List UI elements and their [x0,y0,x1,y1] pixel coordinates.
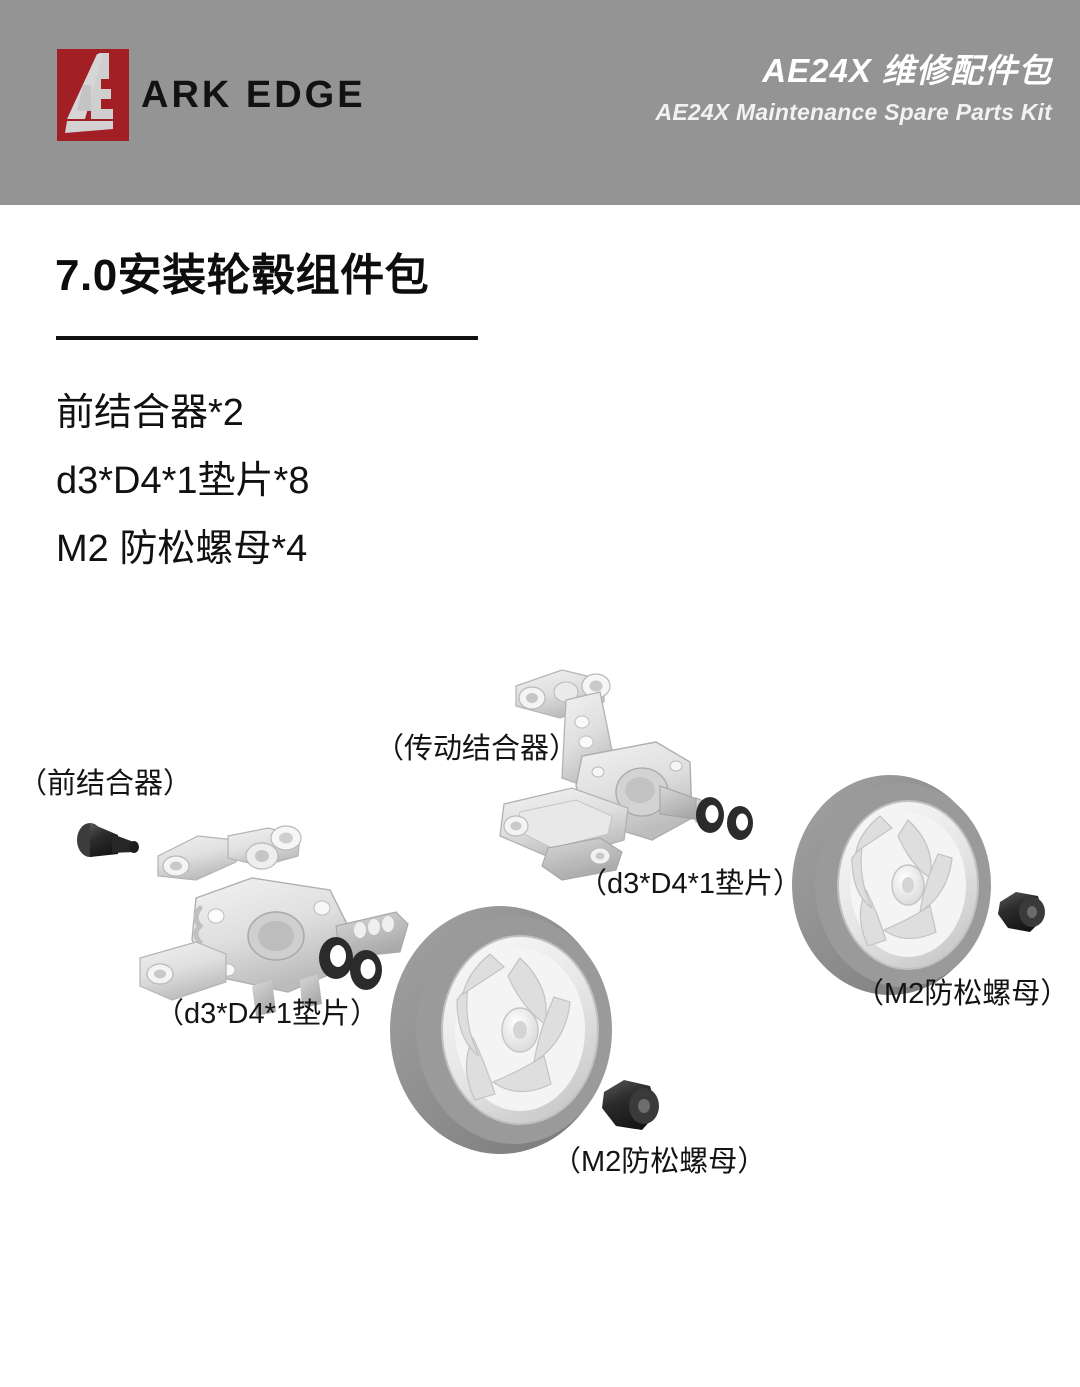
page-header: ARK EDGE AE24X 维修配件包 AE24X Maintenance S… [0,0,1080,205]
list-item: 前结合器*2 [56,392,244,434]
brand-name: ARK EDGE [141,74,366,116]
exploded-parts-diagram [0,640,1080,1200]
title-divider [56,336,478,340]
washer-pair-right [696,797,753,840]
list-item: d3*D4*1垫片*8 [56,460,310,502]
kit-title-en: AE24X Maintenance Spare Parts Kit [655,98,1052,125]
label-washer-right: （d3*D4*1垫片） [578,868,803,900]
front-coupler-part [77,823,409,1016]
brand-logo: ARK EDGE [57,49,366,141]
section-title: 7.0安装轮毂组件包 [55,251,430,300]
wheel-right [792,775,991,995]
label-front-coupler: （前结合器） [18,768,193,800]
washer-icon [350,950,382,990]
label-locknut-bottom: （M2防松螺母） [552,1146,767,1178]
front-coupler-knuckle [139,877,409,1016]
washer-icon [319,937,353,979]
washer-icon [727,806,753,840]
header-title-group: AE24X 维修配件包 AE24X Maintenance Spare Part… [656,52,1052,127]
list-item: M2 防松螺母*4 [56,528,308,570]
wheel-bottom [390,906,612,1154]
locknut-bottom-icon [602,1080,659,1130]
label-washer-left: （d3*D4*1垫片） [155,998,380,1030]
kit-title-cn: AE24X 维修配件包 [762,52,1052,89]
washer-pair-left [319,937,382,990]
locknut-right-icon [998,892,1045,932]
front-coupler-upper-arms [157,825,302,881]
label-locknut-right: （M2防松螺母） [855,978,1070,1010]
drive-coupler-part [499,669,721,881]
washer-icon [696,797,724,833]
label-drive-coupler: （传动结合器） [375,733,579,765]
parts-list: 前结合器*2 d3*D4*1垫片*8 M2 防松螺母*4 [56,394,309,598]
front-coupler-pin-icon [77,823,139,857]
ark-edge-logo-icon [57,49,129,141]
